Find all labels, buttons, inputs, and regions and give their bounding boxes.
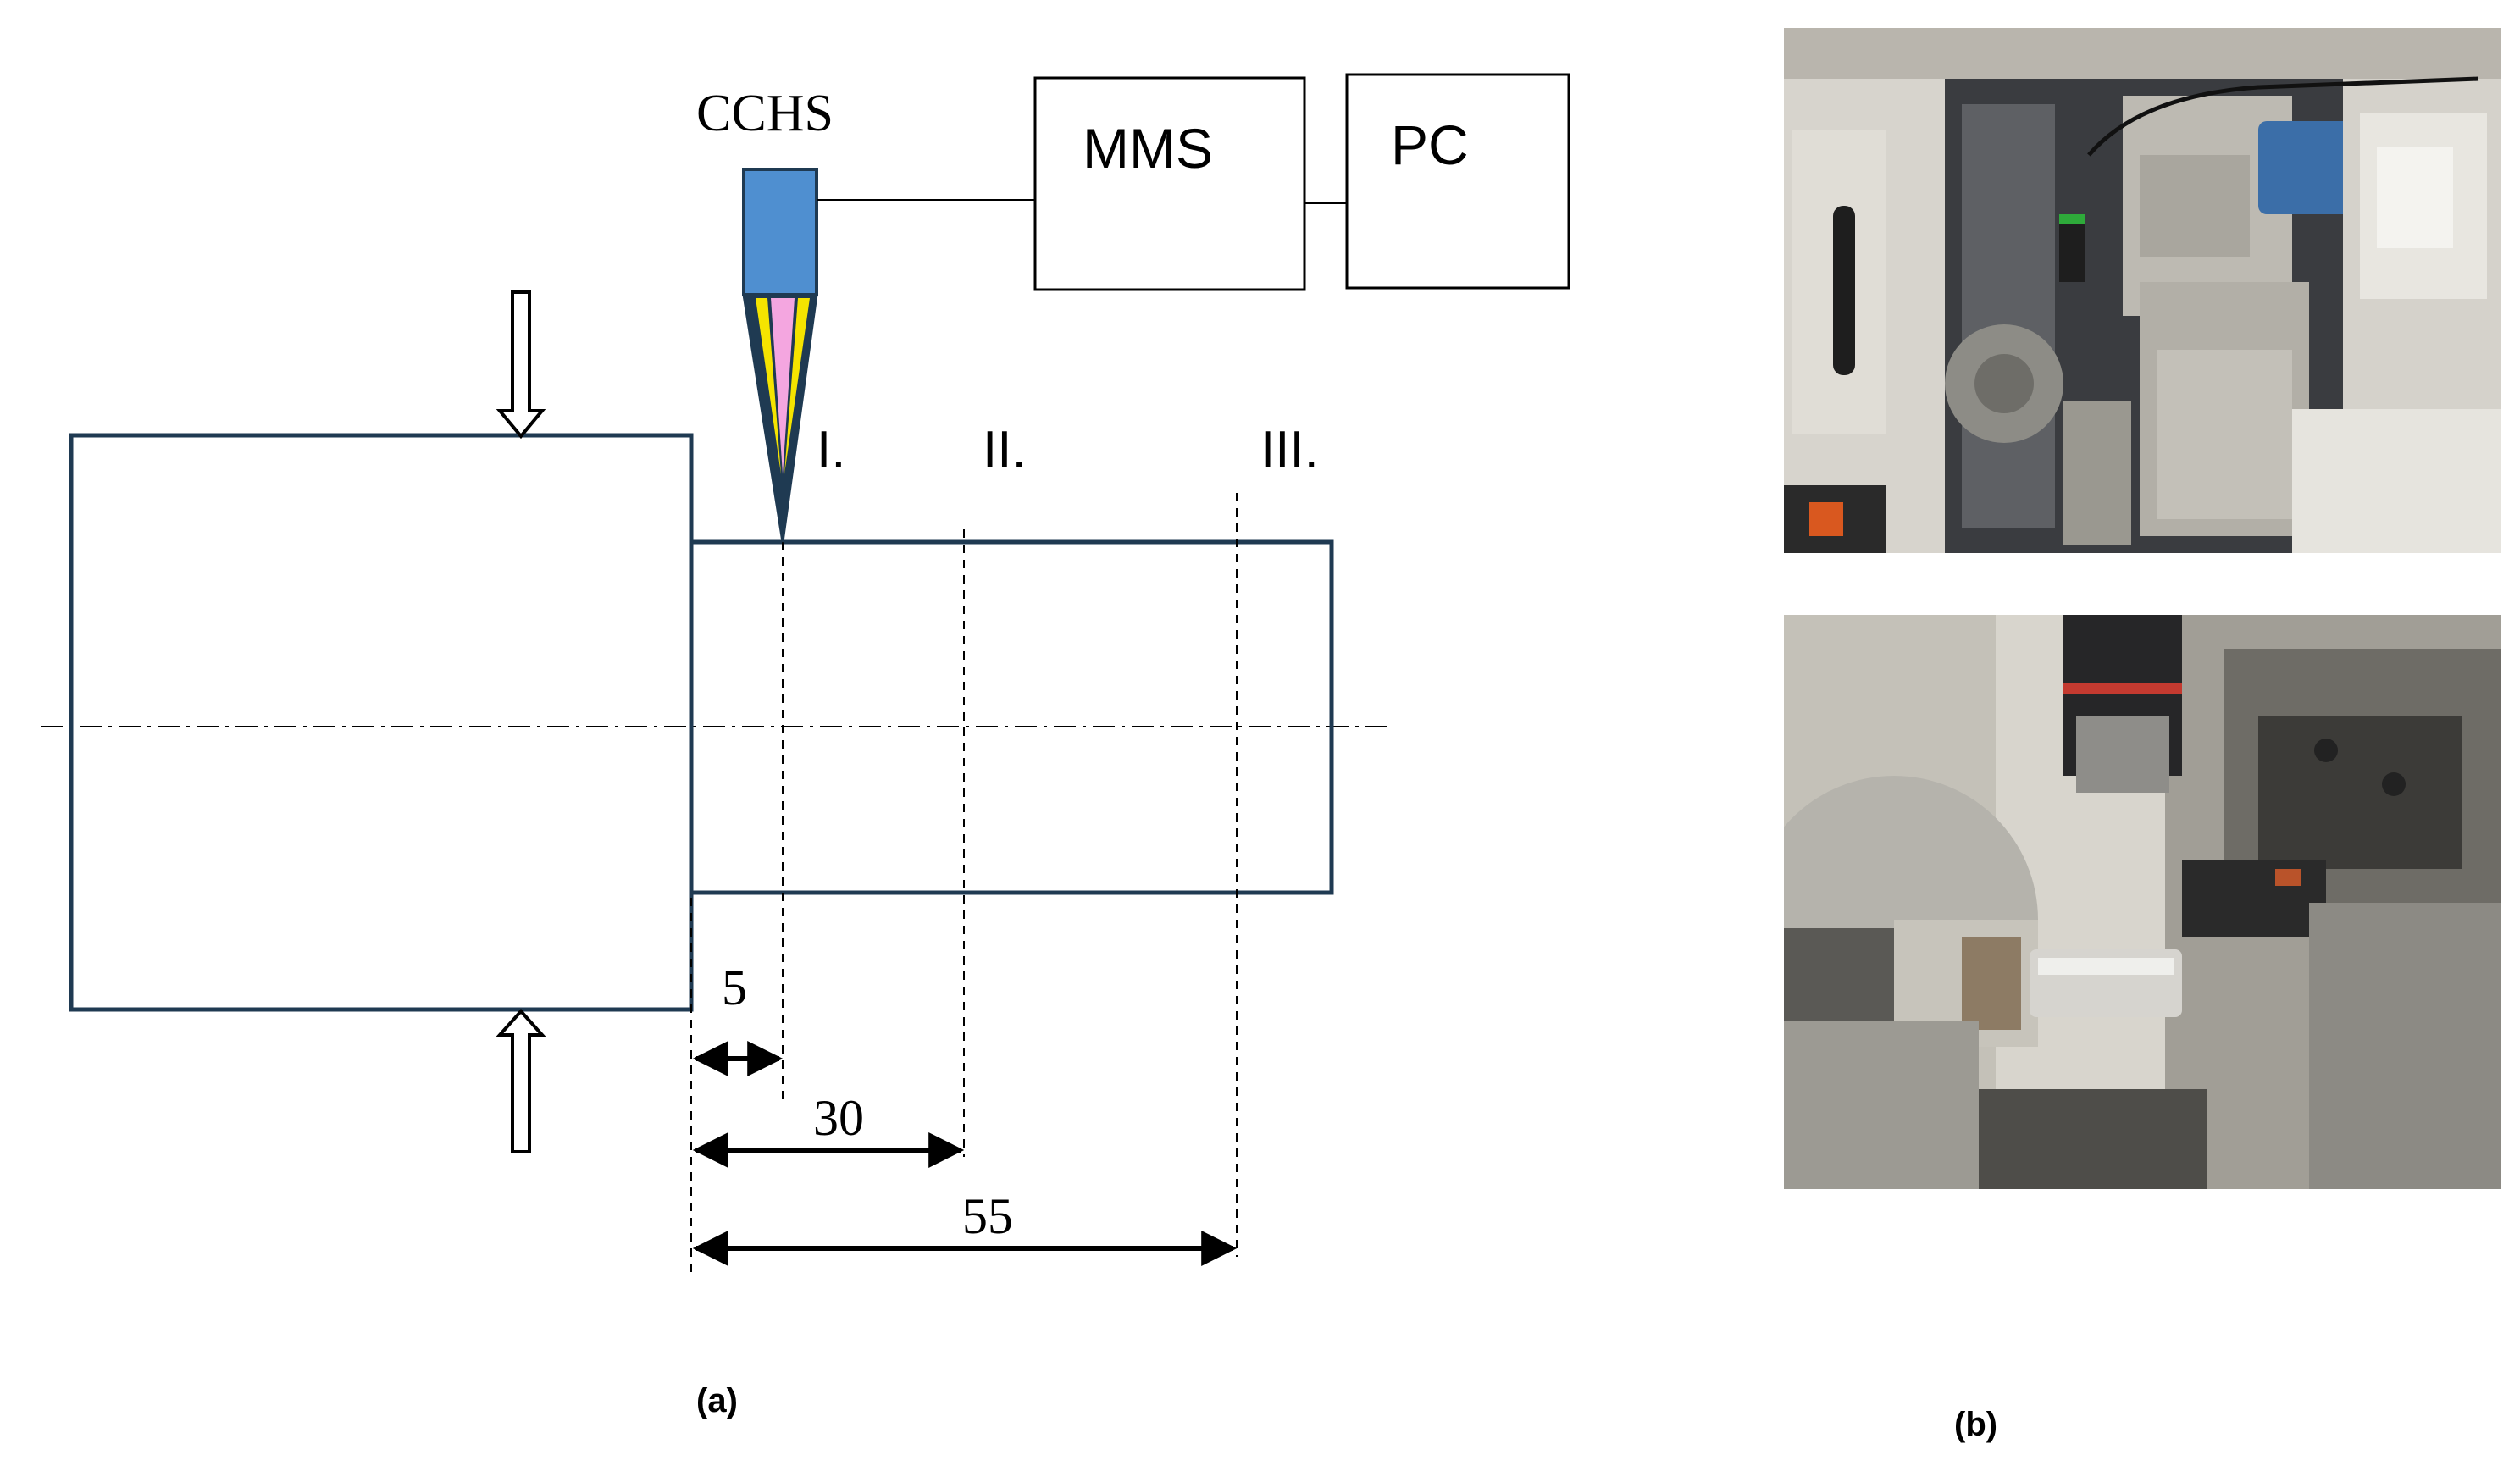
- clamp-arrow-bottom: [496, 1008, 546, 1153]
- beam-yellow-right: [784, 298, 810, 474]
- lathe-overview-photo: [1784, 28, 2501, 553]
- section-label-2: II.: [983, 421, 1027, 479]
- chuck-block: [69, 433, 694, 1012]
- caption-a: (a): [696, 1382, 738, 1419]
- beam-pink: [771, 298, 795, 474]
- mms-box: [1033, 76, 1306, 291]
- beam-yellow-left: [756, 298, 781, 474]
- sensor-body: [742, 168, 818, 296]
- dimension-label-5: 5: [722, 960, 747, 1015]
- clamp-arrow-top: [496, 290, 546, 440]
- sensor-label: CCHS: [696, 85, 834, 142]
- workpiece: [689, 539, 1334, 895]
- setup-schematic: CCHS MMS PC I. II. III. 5 30 55: [41, 73, 1570, 1279]
- section-label-3: III.: [1260, 421, 1319, 479]
- caption-b: (b): [1954, 1406, 1998, 1443]
- pc-label: PC: [1391, 113, 1469, 176]
- sensor-closeup-photo: [1784, 615, 2501, 1189]
- dimension-label-55: 55: [962, 1188, 1013, 1244]
- pc-box: [1345, 73, 1570, 290]
- section-label-1: I.: [817, 421, 845, 479]
- dimension-label-30: 30: [813, 1090, 864, 1146]
- mms-label: MMS: [1083, 117, 1213, 180]
